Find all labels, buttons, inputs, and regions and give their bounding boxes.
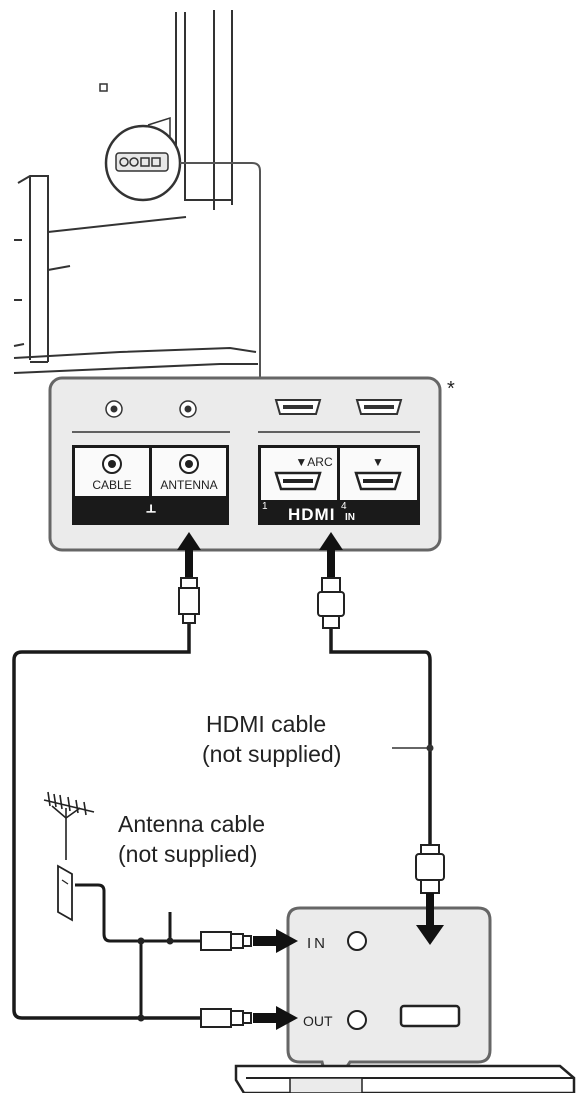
arrow-down-icon: [416, 893, 444, 945]
zoom-circle: [104, 124, 267, 380]
arrow-up-icon: [319, 532, 343, 577]
hdmi-port-icon: [274, 399, 322, 415]
antenna-plug-in-icon: [200, 931, 252, 951]
hdmi-in-label: IN: [345, 512, 355, 523]
arrow-right-icon: [253, 1006, 298, 1030]
hdmi-4-tag: ▼: [372, 455, 384, 469]
hdmi-4-number: 4: [341, 501, 347, 512]
hdmi-cable-label-line2: (not supplied): [202, 741, 341, 767]
hdmi-4-port-icon: [354, 471, 402, 491]
antenna-cable-to-tv: [12, 622, 200, 1020]
hdmi-logo: HDMI: [288, 505, 335, 524]
hdmi-1-number: 1: [262, 501, 268, 512]
antenna-port-label: ANTENNA: [160, 478, 217, 492]
hdmi-1-port-icon: [274, 471, 322, 491]
external-device-icon: [234, 1064, 576, 1093]
antenna-port-icon: [179, 454, 199, 474]
coax-jack-icon: [179, 400, 197, 418]
hdmi-cable-label-line1: HDMI cable: [206, 711, 326, 737]
tv-illustration: [13, 10, 258, 374]
hdmi-cable: [329, 628, 432, 845]
hdmi-plug-icon: [415, 844, 445, 894]
wall-outlet-icon: [57, 864, 73, 922]
antenna-cable-label-line1: Antenna cable: [118, 811, 265, 837]
arrow-up-icon: [177, 532, 201, 577]
asterisk-mark: *: [447, 378, 455, 400]
antenna-cable-label-line2: (not supplied): [118, 841, 257, 867]
hdmi-plug-icon: [317, 577, 345, 629]
device-out-label: OUT: [303, 1013, 333, 1029]
rf-input-group: CABLE ANTENNA ᚆ: [72, 445, 229, 525]
arrow-right-icon: [253, 929, 298, 953]
antenna-cable-from-wall: [75, 883, 200, 1018]
antenna-plug-out-icon: [200, 1008, 252, 1028]
cable-port-label: CABLE: [92, 478, 131, 492]
device-connector-panel: IN OUT: [286, 906, 492, 1093]
device-out-jack-icon: [347, 1010, 367, 1030]
hdmi-input-group: ▼ARC ▼ 1 4 HDMI IN: [258, 445, 420, 525]
hdmi-port-icon: [355, 399, 403, 415]
rf-symbol: ᚆ: [146, 501, 157, 521]
antenna-plug-icon: [178, 577, 200, 624]
antenna-icon: [43, 791, 95, 860]
hdmi-1-tag: ▼ARC: [295, 455, 333, 469]
device-in-label: IN: [307, 935, 328, 952]
device-in-jack-icon: [347, 931, 367, 951]
cable-port-icon: [102, 454, 122, 474]
device-hdmi-port-icon: [399, 1004, 461, 1028]
coax-jack-icon: [105, 400, 123, 418]
tv-connector-panel: CABLE ANTENNA ᚆ ▼ARC ▼ 1 4 HDMI IN: [48, 376, 442, 552]
